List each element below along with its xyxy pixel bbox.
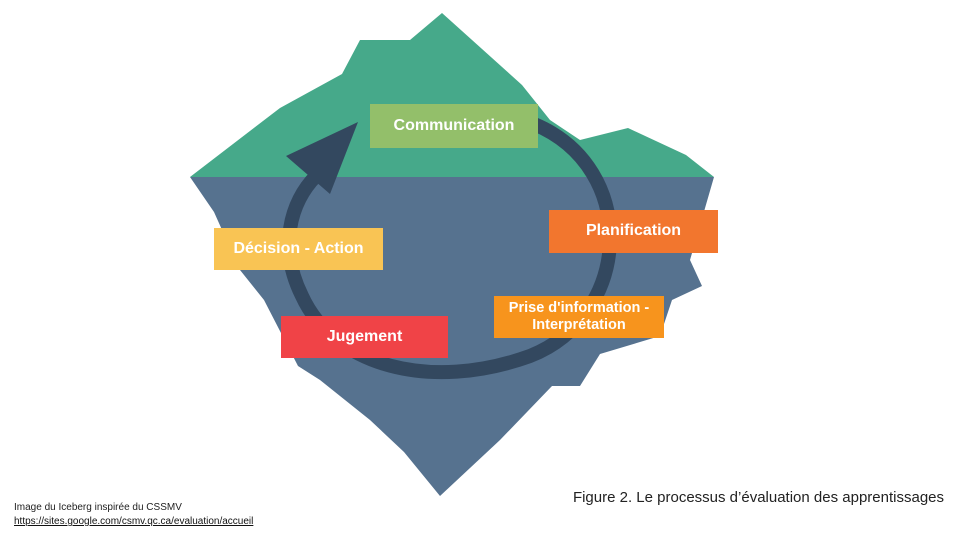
- stage-communication-label: Communication: [393, 116, 515, 134]
- cycle-arrowhead: [286, 122, 358, 194]
- image-credit: Image du Iceberg inspirée du CSSMV: [14, 502, 182, 513]
- stage-prise-information: Prise d'information - Interprétation: [494, 296, 664, 338]
- credit-link[interactable]: https://sites.google.com/csmv.qc.ca/eval…: [14, 516, 254, 527]
- stage-communication: Communication: [370, 104, 538, 148]
- stage-jugement: Jugement: [281, 316, 448, 358]
- stage-planification: Planification: [549, 210, 718, 253]
- stage-decision-action-label: Décision - Action: [233, 239, 364, 257]
- figure-caption: Figure 2. Le processus d’évaluation des …: [572, 489, 944, 506]
- stage-jugement-label: Jugement: [326, 327, 403, 345]
- stage-decision-action: Décision - Action: [214, 228, 383, 270]
- stage-planification-label: Planification: [585, 222, 682, 240]
- iceberg-tip: [190, 13, 714, 177]
- stage-prise-information-label: Prise d'information - Interprétation: [508, 300, 650, 333]
